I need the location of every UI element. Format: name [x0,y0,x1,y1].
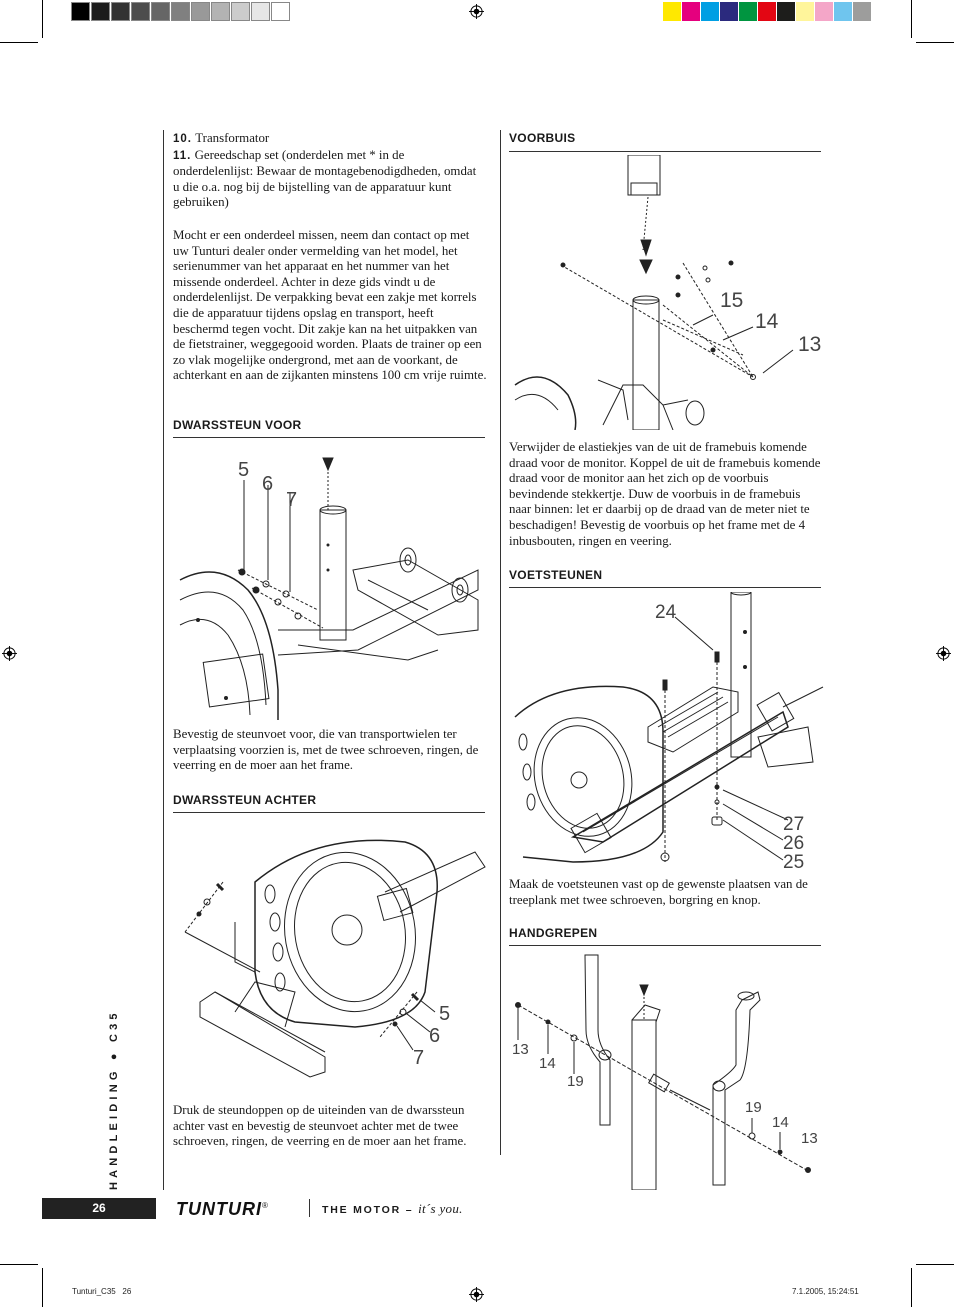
color-swatch [758,2,777,21]
color-swatch [739,2,758,21]
label-14: 14 [539,1055,556,1072]
label-5: 5 [238,459,249,481]
registration-mark-icon [469,4,484,19]
heading-rule [509,587,821,588]
crop-mark [911,1268,912,1307]
color-swatch [211,2,230,21]
label-13: 13 [801,1130,818,1147]
color-swatch [151,2,170,21]
color-calibration-bar [663,2,872,21]
crop-mark [0,1264,38,1265]
motto: THE MOTOR – it´s you. [322,1201,463,1217]
color-swatch [682,2,701,21]
heading-rule [173,437,485,438]
dwarssteun-achter-text: Druk de steundoppen op de uiteinden van … [173,1103,467,1149]
heading-voorbuis: VOORBUIS [509,131,576,145]
heading-rule [509,151,821,152]
color-swatch [111,2,130,21]
print-timestamp: 7.1.2005, 15:24:51 [792,1287,859,1296]
label-19: 19 [567,1073,584,1090]
color-swatch [777,2,796,21]
registration-mark-icon [936,646,951,661]
color-swatch [815,2,834,21]
brand-name: TUNTURI [176,1199,262,1219]
figure-voetsteunen: 24 27 26 25 [513,592,825,875]
item-10-number: 10. [173,133,192,145]
column-divider-left [163,130,164,1190]
item-10-text: Transformator [195,131,270,145]
intro-paragraph: Mocht er een onderdeel missen, neem dan … [173,228,487,383]
label-14: 14 [755,310,779,333]
label-13: 13 [512,1041,529,1058]
color-swatch [231,2,250,21]
footer-divider [309,1199,310,1217]
color-swatch [71,2,90,21]
color-swatch [91,2,110,21]
page-number: 26 [42,1198,156,1219]
heading-rule [173,812,485,813]
registration-mark-icon [469,1287,484,1302]
item-11-number: 11. [173,149,192,162]
crop-mark [42,1268,43,1307]
color-swatch [171,2,190,21]
heading-dwarssteun-voor: DWARSSTEUN VOOR [173,418,302,432]
color-swatch [251,2,270,21]
label-15: 15 [720,289,743,312]
color-swatch [663,2,682,21]
label-19: 19 [745,1099,762,1116]
label-24: 24 [655,602,677,623]
item-11-text: Gereedschap set (onderdelen met * in de … [173,147,477,210]
voetsteunen-text: Maak de voetsteunen vast op de gewenste … [509,877,808,907]
figure-handgrepen: 13 14 19 19 14 13 [510,950,825,1190]
file-info: Tunturi_C35 26 [72,1287,132,1296]
label-7: 7 [413,1047,424,1069]
motto-italic: it´s you. [418,1201,463,1216]
heading-handgrepen: HANDGREPEN [509,926,598,940]
label-25: 25 [783,852,804,873]
registration-mark-icon [2,646,17,661]
label-6: 6 [262,473,273,495]
heading-rule [509,945,821,946]
figure-voorbuis: 15 14 13 [513,155,823,430]
color-swatch [853,2,872,21]
color-swatch [834,2,853,21]
grayscale-calibration-bar [71,2,291,21]
crop-mark [0,42,38,43]
color-swatch [191,2,210,21]
label-13: 13 [798,333,821,356]
sidebar-manual-title: HANDLEIDING ● C35 [108,1009,120,1190]
dwarssteun-voor-text: Bevestig de steunvoet voor, die van tran… [173,727,479,773]
crop-mark [916,42,954,43]
crop-mark [911,0,912,38]
color-swatch [720,2,739,21]
color-swatch [131,2,150,21]
voorbuis-text: Verwijder de elastiekjes van de uit de f… [509,440,821,548]
label-5: 5 [439,1003,450,1025]
label-6: 6 [429,1025,440,1047]
item-10: 10. Transformator 11. Gereedschap set (o… [173,131,485,211]
heading-dwarssteun-achter: DWARSSTEUN ACHTER [173,793,317,807]
figure-dwarssteun-voor: 5 6 7 [178,450,486,720]
crop-mark [42,0,43,38]
heading-voetsteunen: VOETSTEUNEN [509,568,603,582]
color-swatch [701,2,720,21]
column-divider-middle [500,130,501,1155]
tunturi-logo: TUNTURI® [176,1199,269,1220]
motto-caps: THE MOTOR [322,1204,402,1216]
label-7: 7 [286,489,297,511]
registered-mark: ® [262,1201,269,1210]
figure-dwarssteun-achter: 5 6 7 [175,822,487,1097]
label-27: 27 [783,814,804,835]
color-swatch [796,2,815,21]
motto-dash: – [405,1204,414,1216]
crop-mark [916,1264,954,1265]
label-14: 14 [772,1114,789,1131]
color-swatch [271,2,290,21]
label-26: 26 [783,833,804,854]
